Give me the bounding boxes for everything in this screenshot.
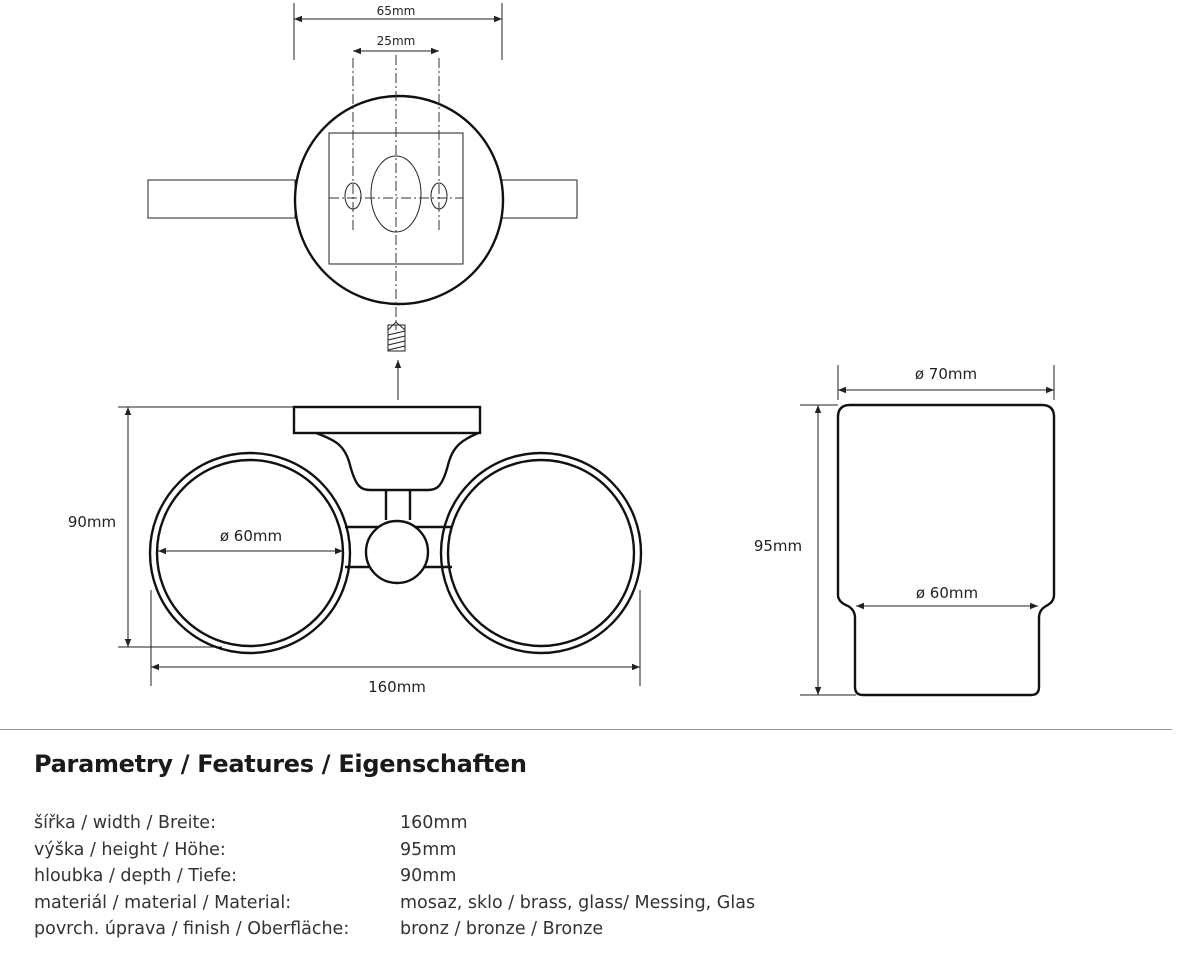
- wall-plate-circle: [293, 94, 505, 306]
- left-arm: [147, 179, 296, 219]
- spec-value: 90mm: [400, 866, 457, 887]
- dimension-65mm-label: 65mm: [377, 4, 416, 18]
- section-divider: [0, 729, 1172, 730]
- spec-value: 160mm: [400, 813, 468, 833]
- left-ring-outer: [148, 451, 352, 655]
- features-heading: Parametry / Features / Eigenschaften: [34, 750, 527, 778]
- technical-drawing: 65mm 25mm 90mm 160mm: [68, 3, 1056, 697]
- spec-row-material: materiál / material / Material: mosaz, sk…: [34, 890, 755, 917]
- glass-cup: [836, 403, 1056, 697]
- spec-value: 95mm: [400, 839, 457, 860]
- wall-plate: [292, 405, 482, 435]
- spec-label: povrch. úprava / finish / Oberfläche:: [34, 919, 350, 940]
- dimension-25mm-label: 25mm: [377, 34, 416, 48]
- dimension-90mm-label: 90mm: [68, 513, 116, 531]
- spec-row-height: výška / height / Höhe: 95mm: [34, 837, 755, 864]
- dimension-160mm-label: 160mm: [368, 678, 426, 696]
- dimension-glass-bottom-label: ø 60mm: [916, 584, 978, 602]
- dimension-ring-diameter-label: ø 60mm: [220, 527, 282, 545]
- dimension-95mm-label: 95mm: [754, 537, 802, 555]
- screw-icon: [387, 321, 406, 352]
- front-view: 90mm 160mm ø 60mm: [68, 405, 643, 696]
- spec-row-width: šířka / width / Breite: 160mm: [34, 810, 755, 837]
- spec-label: materiál / material / Material:: [34, 892, 292, 913]
- spec-label: výška / height / Höhe:: [34, 839, 226, 860]
- dimension-70mm-label: ø 70mm: [915, 365, 977, 383]
- spec-label: šířka / width / Breite:: [34, 813, 216, 833]
- right-ring-outer: [439, 451, 643, 655]
- center-knob: [364, 519, 430, 585]
- left-ring-inner: [155, 458, 345, 648]
- spec-value: mosaz, sklo / brass, glass/ Messing, Gla…: [400, 892, 756, 913]
- features-table: šířka / width / Breite: 160mm výška / hei…: [34, 810, 755, 943]
- spec-value: bronz / bronze / Bronze: [400, 919, 604, 940]
- spec-row-finish: povrch. úprava / finish / Oberfläche: bro…: [34, 916, 755, 943]
- glass-view: ø 70mm 95mm ø 60mm: [754, 365, 1056, 697]
- right-ring-inner: [446, 458, 636, 648]
- spec-label: hloubka / depth / Tiefe:: [34, 866, 237, 887]
- bracket: [315, 431, 479, 492]
- spec-row-depth: hloubka / depth / Tiefe: 90mm: [34, 863, 755, 890]
- right-arm: [501, 179, 578, 219]
- top-view: 65mm 25mm: [147, 3, 578, 400]
